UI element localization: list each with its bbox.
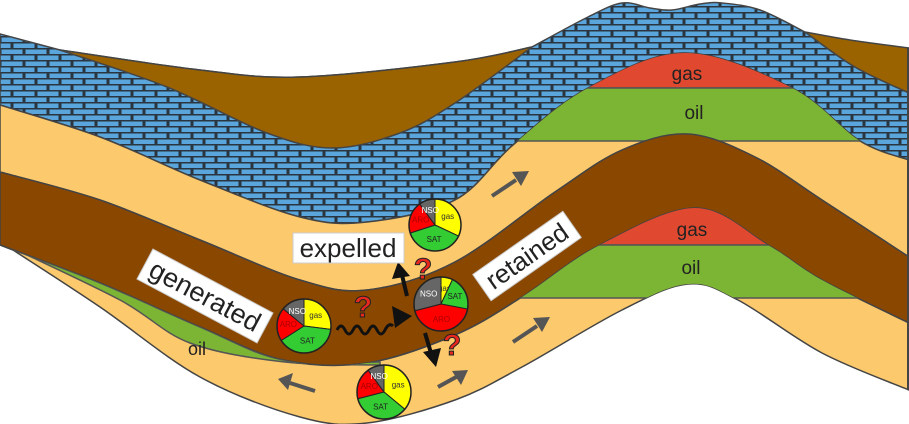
pie-outline (408, 198, 462, 252)
pie-slice-label: ARO (361, 382, 378, 391)
lower-gas-label: gas (677, 220, 708, 241)
pie-slice-label: NSO (422, 206, 439, 215)
overburden-left (59, 46, 533, 149)
pie-slice-label: ARO (280, 320, 297, 329)
upper-gas-label: gas (672, 64, 703, 85)
pie-slice-label: gas (438, 284, 451, 293)
question-mark: ? (414, 253, 432, 286)
pie-slice-label: gas (392, 380, 405, 389)
pie-outline (276, 298, 332, 354)
hydrocarbon-flow-arrows (335, 262, 441, 367)
arrow-up-right-icon (490, 171, 529, 198)
pie-outline (413, 276, 469, 332)
overburden-right (804, 31, 909, 94)
left-oil-zone (0, 244, 381, 366)
arrow-up-icon (392, 262, 410, 279)
pie-slice-label: SAT (427, 235, 442, 244)
arrow-down-icon (423, 348, 441, 367)
arrow-up-right-icon (511, 317, 550, 344)
pie-slice-label: SAT (447, 292, 462, 301)
question-mark: ? (443, 329, 461, 362)
expelled-label-box: expelled (292, 232, 405, 264)
pie-slice-label: NSO (420, 290, 437, 299)
migration-arrows (278, 171, 550, 393)
arrow-left-icon (278, 373, 316, 393)
pie-slice-label: ARO (433, 315, 450, 324)
arrow-up-right-icon (437, 370, 468, 389)
pie-slice-label: SAT (300, 336, 315, 345)
pie-slice-label: SAT (373, 402, 388, 411)
wavy-arrow-icon (335, 323, 395, 336)
arrowhead-icon (392, 306, 412, 328)
pie-slice-label: ARO (412, 215, 429, 224)
question-mark: ? (354, 291, 372, 324)
pie-outline (356, 364, 412, 420)
upper-oil-label: oil (684, 103, 703, 124)
pie-slice-label: NSO (289, 307, 306, 316)
lower-oil-label: oil (681, 258, 700, 279)
pie-slice-label: gas (441, 212, 454, 221)
pie-slice-label: NSO (370, 372, 387, 381)
left-oil-label: oil (188, 339, 206, 359)
expelled-label: expelled (300, 233, 397, 263)
pie-slice-label: gas (309, 311, 322, 320)
